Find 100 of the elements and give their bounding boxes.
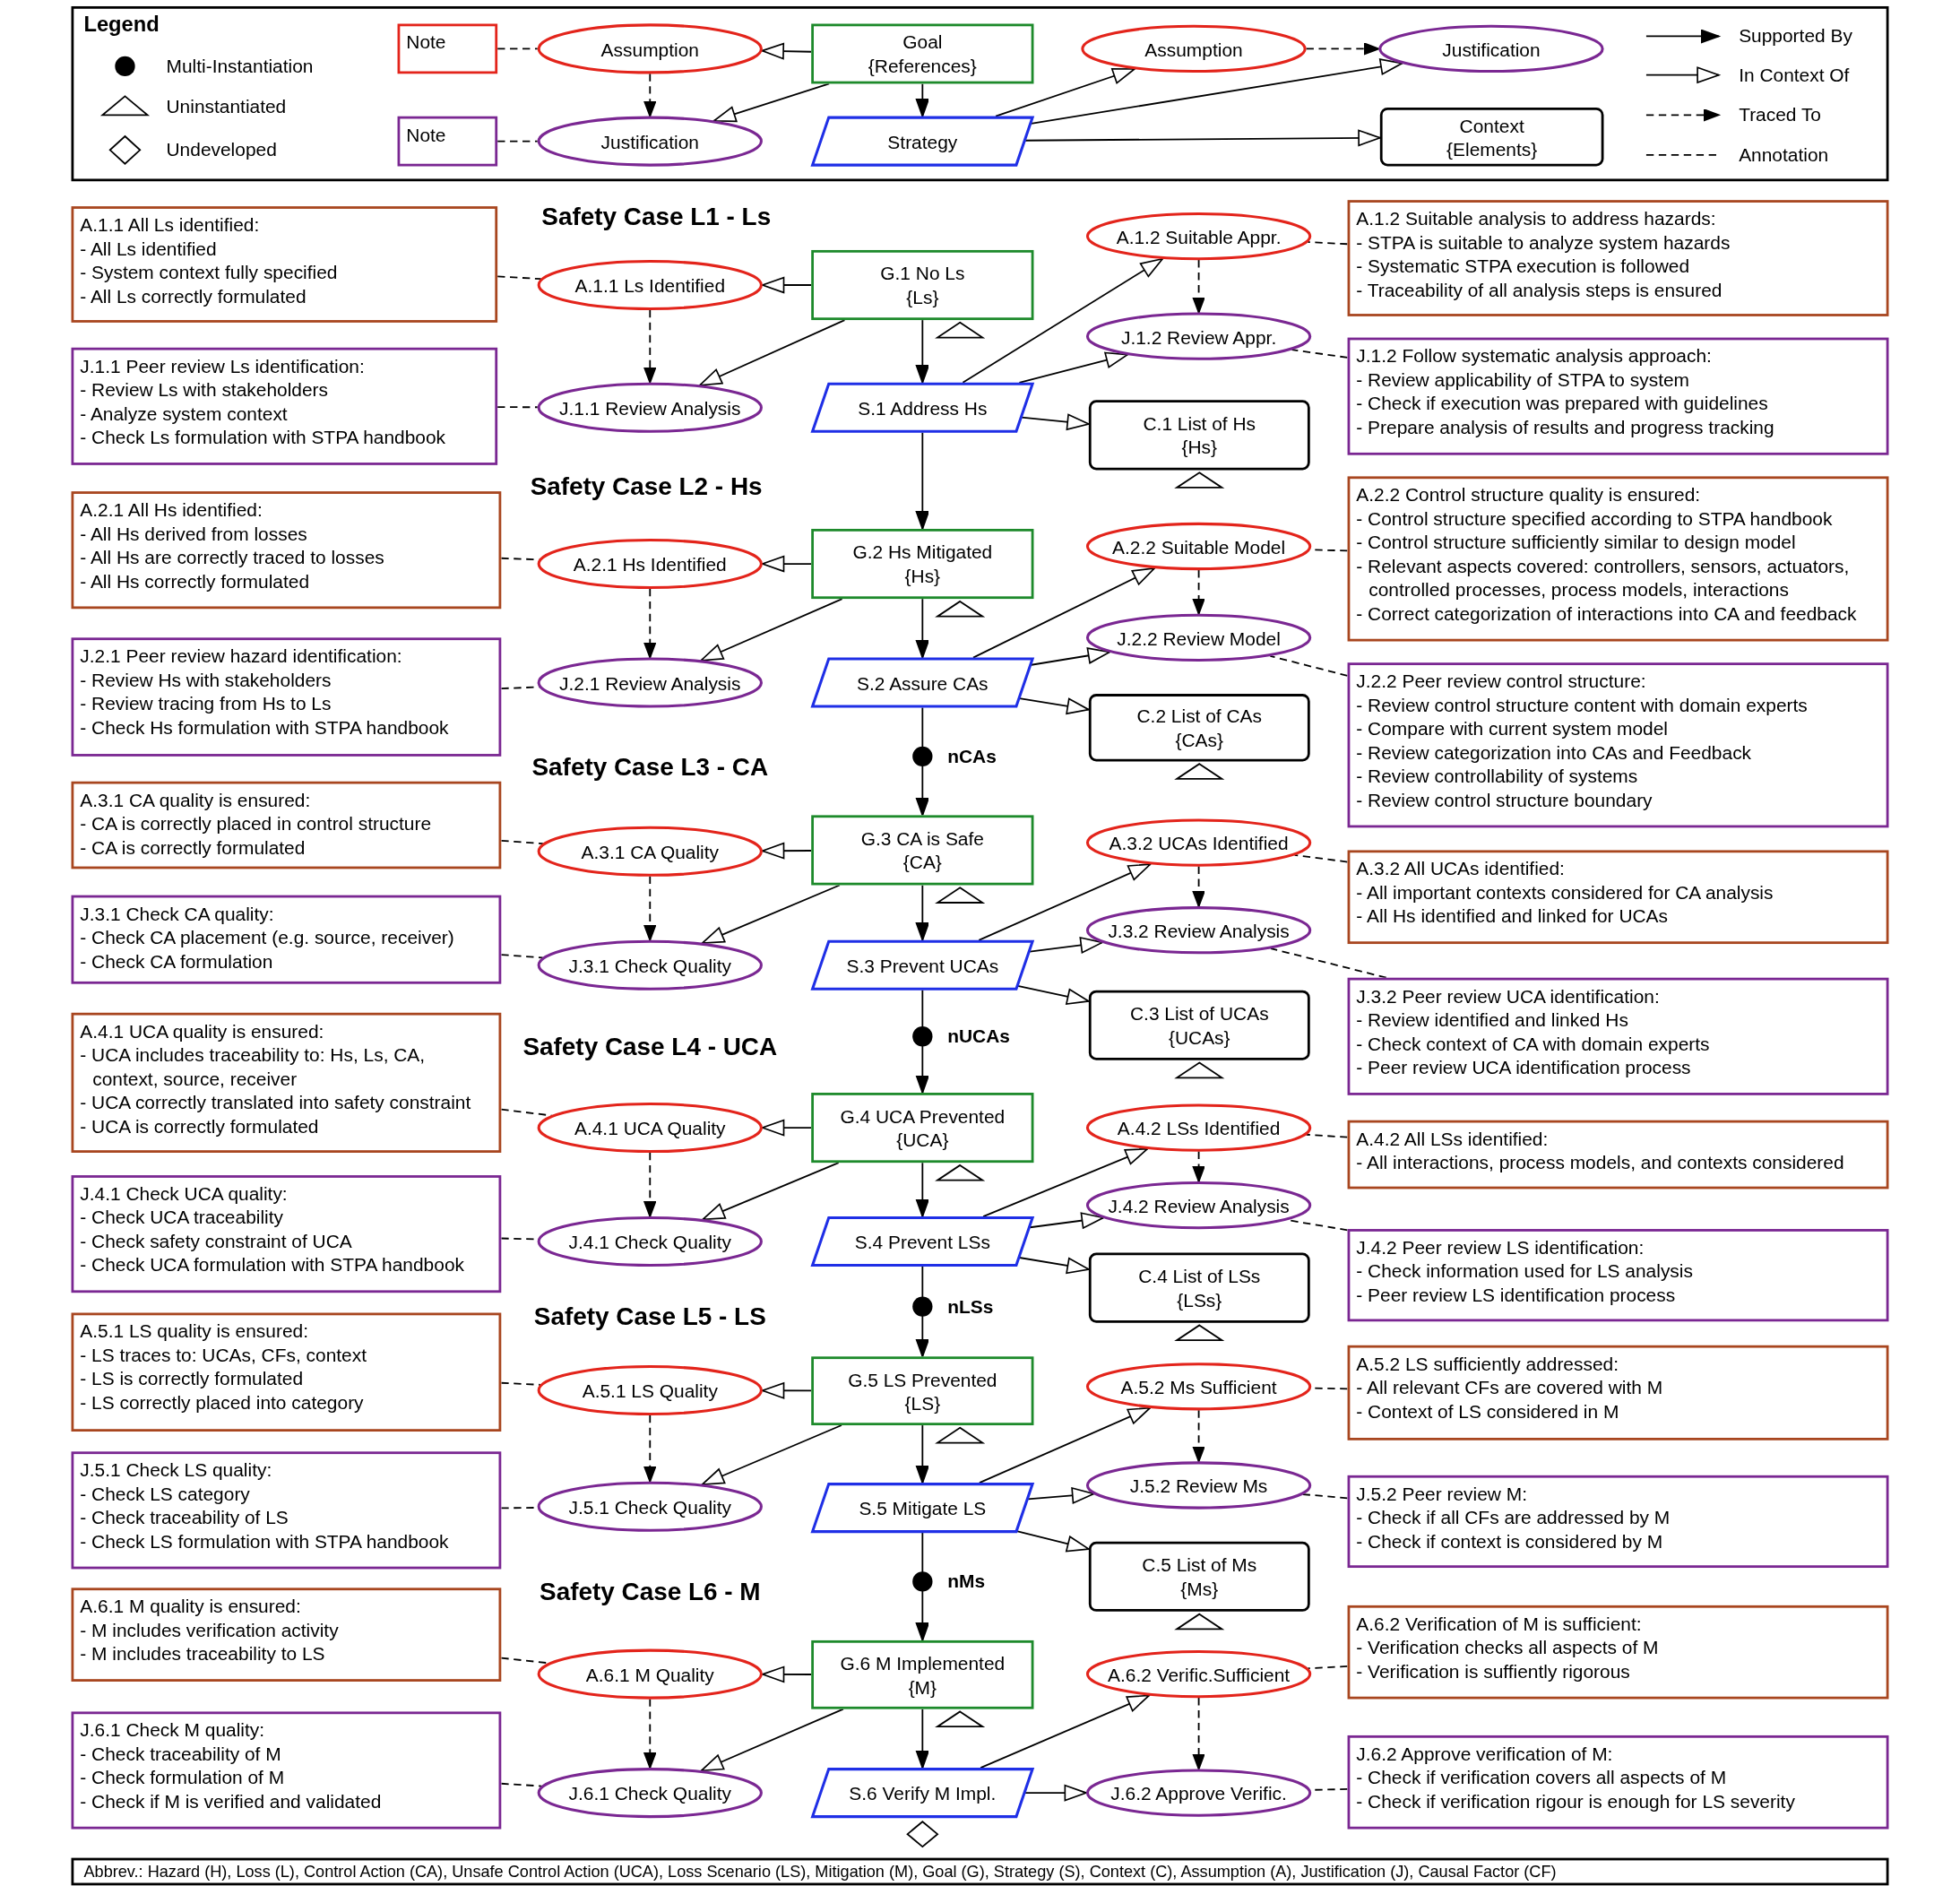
- note-heading: A.3.2 All UCAs identified:: [1356, 856, 1566, 880]
- node-label: A.1.1 Ls Identified: [574, 273, 726, 298]
- note-heading: A.4.1 UCA quality is ensured:: [80, 1019, 325, 1043]
- note-line: - LS correctly placed into category: [80, 1390, 365, 1414]
- annotation-line: [1293, 853, 1349, 863]
- node-label: G.3 CA is Safe: [860, 826, 984, 851]
- note-line: - Systematic STPA execution is followed: [1356, 254, 1691, 278]
- dashed-arrow: [1305, 42, 1380, 56]
- legend-text: Annotation: [1739, 143, 1829, 167]
- annotation-line: [496, 140, 539, 143]
- section-title: Safety Case L1 - Ls: [541, 201, 772, 232]
- dashed-arrow: [1192, 569, 1205, 615]
- dashed-arrow: [643, 309, 657, 384]
- dashed-arrow: [1192, 259, 1205, 314]
- note-line: - All important contexts considered for CA analysis: [1356, 880, 1774, 904]
- arrow: [980, 1694, 1151, 1769]
- note-line: - Check UCA traceability: [80, 1205, 284, 1230]
- note-box: [71, 1588, 502, 1682]
- note-line: - Check formulation of M: [80, 1765, 286, 1789]
- annotation-line: [1307, 241, 1349, 246]
- note-line: - UCA is correctly formulated: [80, 1114, 320, 1138]
- legend-text: Supported By: [1739, 23, 1852, 48]
- note-line: - Review control structure boundary: [1356, 788, 1653, 812]
- assumption-ellipse: [1081, 24, 1307, 73]
- abbreviation-note: Abbrev.: Hazard (H), Loss (L), Control Action (CA), Unsafe Control Action (UCA), Loss Scenario (LS), Mitigation (M), Goal (G), Strategy (S), Context (C), Assumption (A), Justification (J), Causal Factor (CF): [71, 1857, 1889, 1886]
- node-label: A.6.1 M Quality: [585, 1662, 714, 1686]
- dashed-arrow: [643, 1698, 657, 1769]
- annotation-line: [1307, 1665, 1349, 1670]
- section-title: Safety Case L4 - UCA: [522, 1032, 778, 1062]
- node-label: A.4.1 UCA Quality: [574, 1116, 726, 1140]
- node-label: S.1 Address Hs: [858, 395, 988, 420]
- note-heading: J.5.1 Check LS quality:: [80, 1458, 273, 1482]
- justification-ellipse: [1086, 1181, 1312, 1230]
- node-label: C.5 List of Ms: [1142, 1553, 1257, 1577]
- note-line: - Prepare analysis of results and progress tracking: [1356, 415, 1775, 439]
- arrow: [699, 319, 846, 386]
- note-line: - STPA is suitable to analyze system hazards: [1356, 230, 1731, 255]
- note-line: - All interactions, process models, and contexts considered: [1356, 1150, 1845, 1174]
- note-line: - Control structure sufficiently similar to design model: [1356, 530, 1797, 554]
- note-box: [1347, 662, 1889, 828]
- note-box: [71, 491, 502, 610]
- annotation-line: [496, 48, 539, 50]
- arrow: [915, 1424, 930, 1484]
- strategy-parallelogram: [811, 116, 1034, 167]
- assumption-ellipse: [537, 1648, 763, 1700]
- node-label: S.5 Mitigate LS: [859, 1496, 987, 1520]
- node-label: S.3 Prevent UCAs: [846, 953, 999, 977]
- note-box: [397, 116, 498, 167]
- assumption-ellipse: [537, 23, 763, 74]
- arrow: [915, 1162, 930, 1217]
- note-line: - Check if M is verified and validated: [80, 1789, 383, 1813]
- node-label: A.6.2 Verific.Sufficient: [1108, 1662, 1291, 1686]
- note-heading: A.1.1 All Ls identified:: [80, 212, 261, 237]
- note-box: [1347, 1735, 1889, 1830]
- dashed-arrow: [1192, 1150, 1205, 1182]
- justification-ellipse: [1086, 1769, 1312, 1817]
- note-line: - Review identified and linked Hs: [1356, 1008, 1629, 1032]
- edge-label: nMs: [947, 1570, 986, 1592]
- note-line: - Check if context is considered by M: [1356, 1529, 1664, 1553]
- justification-ellipse: [537, 939, 763, 991]
- note-line: - CA is correctly placed in control structure: [80, 811, 433, 835]
- section-title: Safety Case L6 - M: [540, 1577, 761, 1607]
- note-box: [1347, 200, 1889, 316]
- edge-label: nCAs: [947, 745, 997, 766]
- node-label: Goal: [902, 30, 943, 54]
- node-label: J.6.2 Approve Verific.: [1110, 1781, 1287, 1805]
- arrow: [700, 598, 843, 662]
- note-box: [1347, 1345, 1889, 1440]
- justification-ellipse: [1086, 1461, 1312, 1510]
- justification-ellipse: [537, 657, 763, 708]
- assumption-ellipse: [1086, 212, 1312, 261]
- note-heading: J.2.1 Peer review hazard identification:: [80, 644, 403, 668]
- note-line: - Review control structure content with domain experts: [1356, 693, 1809, 717]
- strategy-parallelogram: [811, 1216, 1034, 1267]
- goal-box: [811, 23, 1034, 84]
- node-label: A.2.1 Hs Identified: [573, 552, 727, 576]
- node-label: A.4.2 LSs Identified: [1117, 1116, 1281, 1140]
- note-line: - Correct categorization of interactions into CA and feedback: [1356, 601, 1858, 626]
- assumption-ellipse: [537, 260, 763, 310]
- annotation-line: [500, 839, 544, 845]
- section-title: Safety Case L3 - CA: [531, 751, 769, 782]
- node-label: A.5.2 Ms Sufficient: [1120, 1374, 1277, 1399]
- arrow: [995, 67, 1135, 117]
- node-label: {UCAs}: [1168, 1025, 1230, 1050]
- note-line: - Review controllability of systems: [1356, 764, 1639, 788]
- assumption-ellipse: [1086, 1103, 1312, 1152]
- node-label: Assumption: [600, 37, 699, 61]
- justification-ellipse: [537, 116, 763, 167]
- node-label: A.5.1 LS Quality: [582, 1379, 718, 1403]
- node-label: J.5.1 Check Quality: [568, 1494, 731, 1518]
- arrow: [915, 82, 930, 117]
- note-box: [71, 206, 498, 323]
- note-line: - Check safety constraint of UCA: [80, 1229, 353, 1253]
- legend-text: Undeveloped: [166, 137, 277, 161]
- arrow: [1030, 58, 1403, 125]
- note-line: - Check if verification covers all aspects of M: [1356, 1765, 1728, 1789]
- node-label: {UCA}: [896, 1128, 949, 1152]
- node-label: J.4.2 Review Analysis: [1108, 1193, 1290, 1217]
- strategy-parallelogram: [811, 382, 1034, 433]
- arrow: [915, 1266, 930, 1358]
